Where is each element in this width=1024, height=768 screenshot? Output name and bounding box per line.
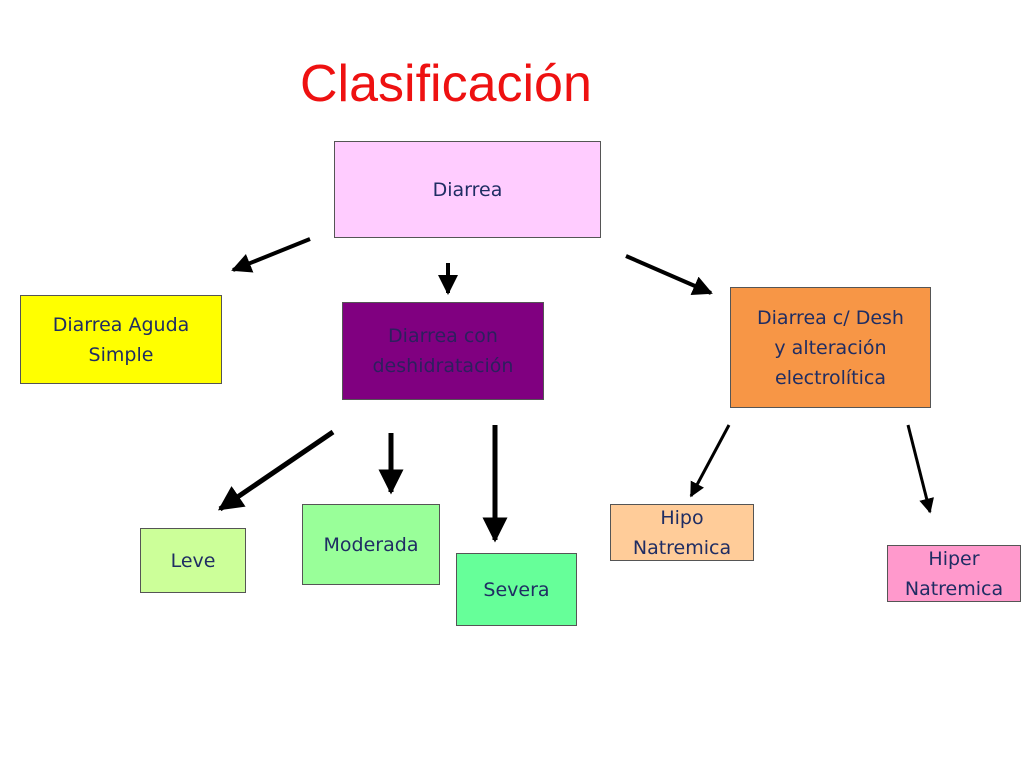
node-diarrea-alteracion-electrolitica: Diarrea c/ Desh y alteración electrolíti… (730, 287, 931, 408)
node-moderada: Moderada (302, 504, 440, 585)
arrow-root-to-electrolitica (625, 254, 713, 295)
node-severa-label: Severa (483, 578, 550, 601)
node-diarrea-aguda-simple: Diarrea Aguda Simple (20, 295, 222, 384)
arrow-elec-to-hipo (689, 424, 731, 498)
arrow-elec-to-hiper (906, 424, 934, 514)
node-leve-label: Leve (170, 549, 216, 572)
node-hiper-natremica-label: Hiper Natremica (904, 547, 1004, 600)
arrow-desh-to-leve (217, 429, 335, 512)
node-hipo-natremica-label: Hipo Natremica (632, 506, 732, 559)
node-hiper-natremica: Hiper Natremica (887, 545, 1021, 602)
arrow-root-to-aguda (231, 237, 311, 273)
node-hipo-natremica: Hipo Natremica (610, 504, 754, 561)
diagram-title: Clasificación (300, 55, 592, 113)
node-diarrea-aguda-simple-label: Diarrea Aguda Simple (52, 313, 190, 366)
node-severa: Severa (456, 553, 577, 626)
node-leve: Leve (140, 528, 246, 593)
node-diarrea: Diarrea (334, 141, 601, 238)
node-diarrea-con-deshidratacion: Diarrea con deshidratación (342, 302, 544, 400)
node-moderada-label: Moderada (323, 533, 419, 556)
node-diarrea-con-deshidratacion-label: Diarrea con deshidratación (372, 325, 514, 377)
node-diarrea-label: Diarrea (432, 178, 503, 201)
node-diarrea-alteracion-electrolitica-label: Diarrea c/ Desh y alteración electrolíti… (757, 306, 904, 389)
